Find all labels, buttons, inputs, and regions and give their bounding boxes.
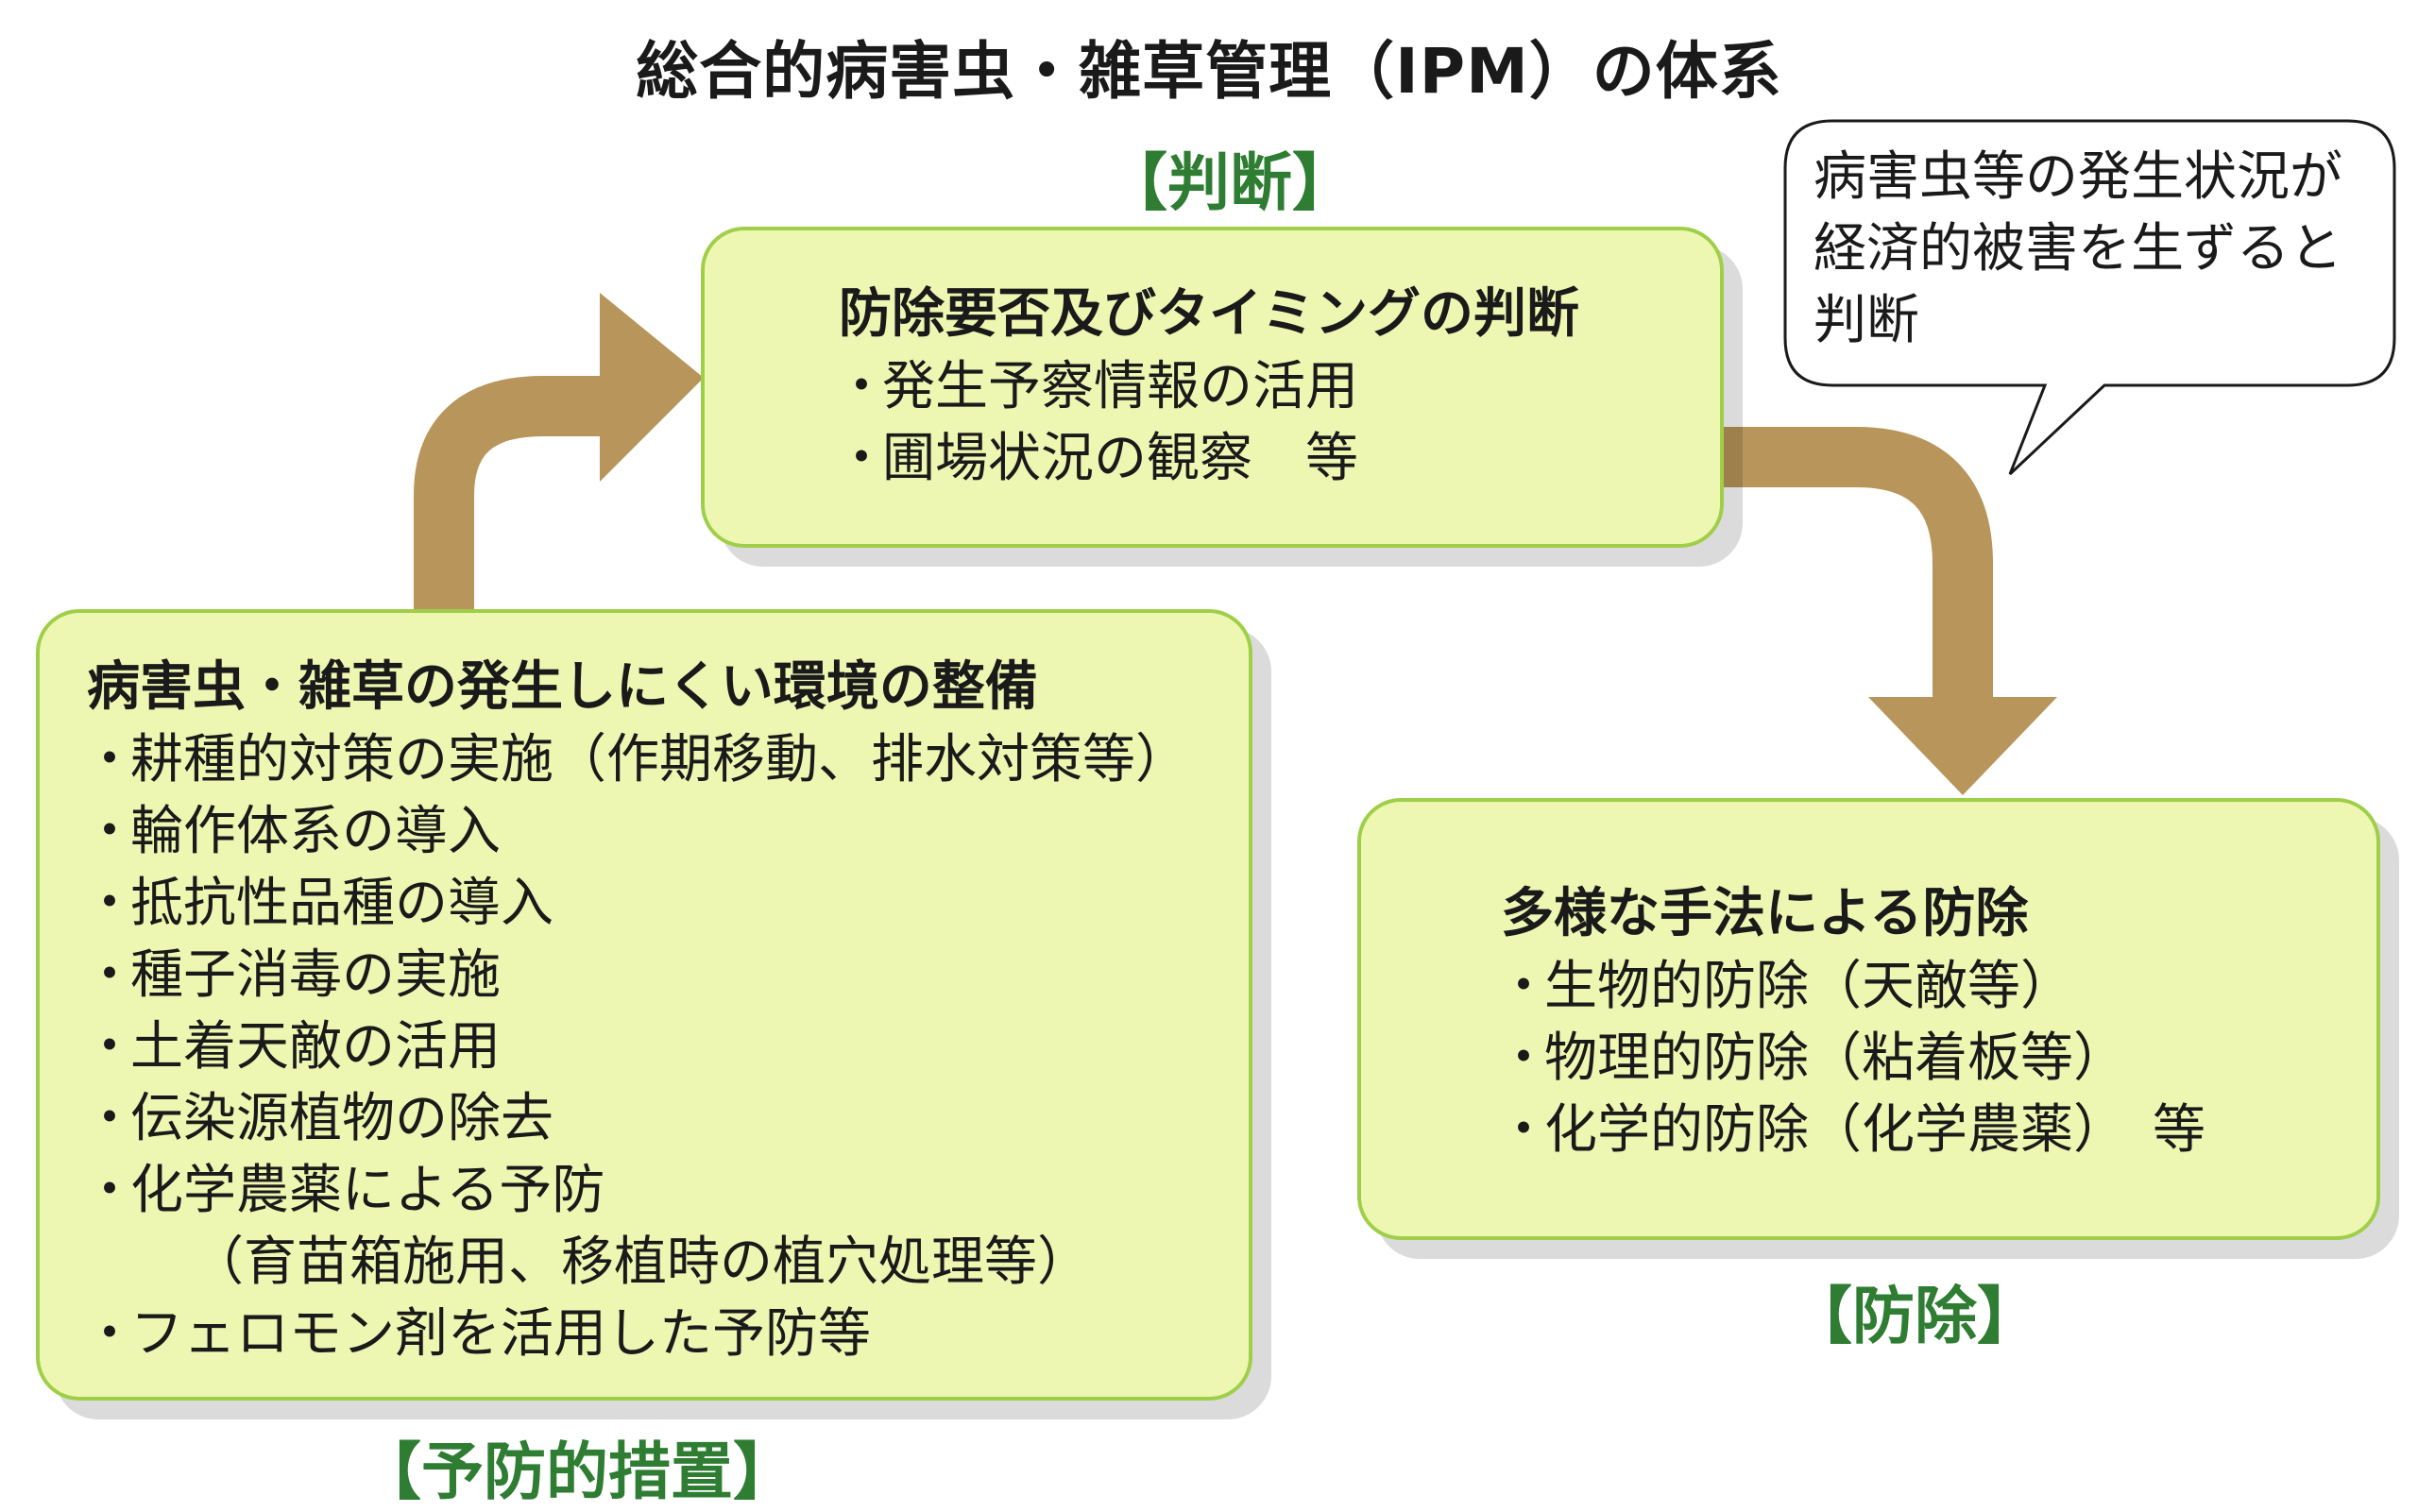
callout-line: 病害虫等の発生状況が — [1814, 146, 2342, 208]
judgment-heading: 防除要否及びタイミングの判断 — [839, 283, 1579, 345]
label-judgment: 【判断】 — [1105, 146, 1354, 219]
judgment-list: 発生予察情報の活用 圃場状況の観察 等 — [835, 351, 1720, 495]
list-item-continuation: （育苗箱施用、移植時の植穴処理等） — [191, 1232, 1090, 1293]
label-preventive: 【予防的措置】 — [359, 1436, 795, 1508]
list-item: 発生予察情報の活用 — [835, 351, 1720, 423]
list-item: 種子消毒の実施 — [83, 940, 1249, 1011]
control-list: 生物的防除（天敵等） 物理的防除（粘着板等） 化学的防除（化学農薬） 等 — [1497, 951, 2376, 1166]
list-item: 伝染源植物の除去 — [83, 1083, 1249, 1155]
judgment-box: 防除要否及びタイミングの判断 発生予察情報の活用 圃場状況の観察 等 — [701, 227, 1724, 548]
callout-bubble — [1783, 119, 2396, 476]
list-item: 生物的防除（天敵等） — [1497, 951, 2376, 1023]
arrow-prevention-to-judgment-head — [600, 293, 704, 482]
list-item: 物理的防除（粘着板等） — [1497, 1023, 2376, 1095]
list-item: 圃場状況の観察 等 — [835, 423, 1720, 495]
label-control: 【防除】 — [1790, 1280, 2039, 1352]
prevention-box: 病害虫・雑草の発生しにくい環境の整備 耕種的対策の実施（作期移動、排水対策等） … — [36, 609, 1252, 1401]
diagram-title: 総合的病害虫・雑草管理（IPM）の体系 — [636, 35, 1782, 108]
list-item: 化学農薬による予防 — [83, 1155, 1249, 1227]
callout-text: 病害虫等の発生状況が 経済的被害を生ずると 判断 — [1814, 142, 2342, 357]
prevention-list: 耕種的対策の実施（作期移動、排水対策等） 輪作体系の導入 抵抗性品種の導入 種子… — [83, 724, 1249, 1370]
prevention-heading: 病害虫・雑草の発生しにくい環境の整備 — [87, 656, 1038, 718]
arrow-judgment-to-control-head — [1868, 697, 2057, 795]
list-item: 化学的防除（化学農薬） 等 — [1497, 1095, 2376, 1166]
control-heading: 多様な手法による防除 — [1501, 883, 2029, 944]
callout-line: 経済的被害を生ずると — [1814, 218, 2342, 280]
list-item: 耕種的対策の実施（作期移動、排水対策等） — [83, 724, 1249, 796]
list-item: 土着天敵の活用 — [83, 1011, 1249, 1083]
list-item: 輪作体系の導入 — [83, 796, 1249, 868]
callout-line: 判断 — [1814, 290, 1919, 351]
arrow-judgment-to-control — [1714, 427, 1993, 708]
list-item: フェロモン剤を活用した予防等 — [83, 1299, 1249, 1370]
control-box: 多様な手法による防除 生物的防除（天敵等） 物理的防除（粘着板等） 化学的防除（… — [1357, 798, 2380, 1240]
arrow-prevention-to-judgment — [414, 376, 614, 614]
list-item: 抵抗性品種の導入 — [83, 868, 1249, 940]
